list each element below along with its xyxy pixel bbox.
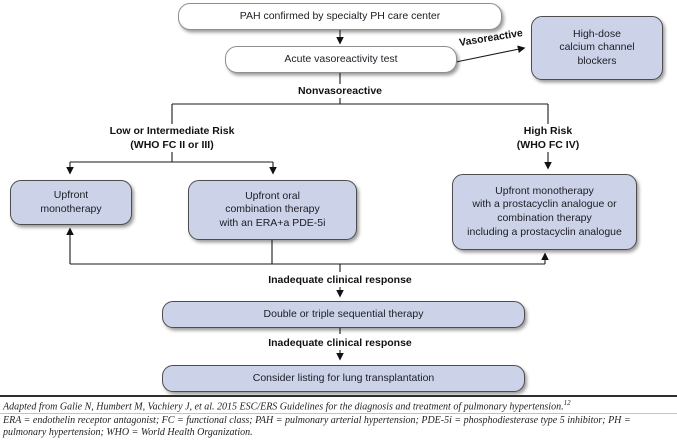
label-nonvasoreactive: Nonvasoreactive (285, 84, 395, 99)
label-high-risk: High Risk (WHO FC IV) (493, 124, 603, 153)
node-upfront-oral-combination: Upfront oral combination therapy with an… (188, 180, 357, 240)
footnote-source-reference: 12 (563, 399, 571, 407)
label-inadequate-response-2: Inadequate clinical response (250, 336, 430, 351)
node-upfront-monotherapy: Upfront monotherapy (10, 180, 132, 225)
node-pah-confirmed: PAH confirmed by specialty PH care cente… (178, 3, 502, 30)
footnote-divider (0, 413, 677, 414)
footnote-source-text: Adapted from Galie N, Humbert M, Vachier… (3, 401, 564, 413)
arrow-vasoreactive (455, 45, 526, 63)
footnote-abbreviations: ERA = endothelin receptor antagonist; FC… (3, 415, 631, 439)
label-low-intermediate-risk: Low or Intermediate Risk (WHO FC II or I… (92, 124, 252, 153)
label-inadequate-response-1: Inadequate clinical response (250, 273, 430, 288)
footnote-source: Adapted from Galie N, Humbert M, Vachier… (3, 399, 673, 414)
footnote-rule (0, 395, 677, 397)
node-upfront-prostacyclin: Upfront monotherapy with a prostacyclin … (452, 174, 637, 250)
node-acute-vasoreactivity-test: Acute vasoreactivity test (225, 46, 457, 73)
node-sequential-therapy: Double or triple sequential therapy (162, 301, 525, 328)
node-high-dose-ccb: High-dose calcium channel blockers (531, 16, 663, 80)
node-lung-transplant: Consider listing for lung transplantatio… (162, 365, 525, 392)
